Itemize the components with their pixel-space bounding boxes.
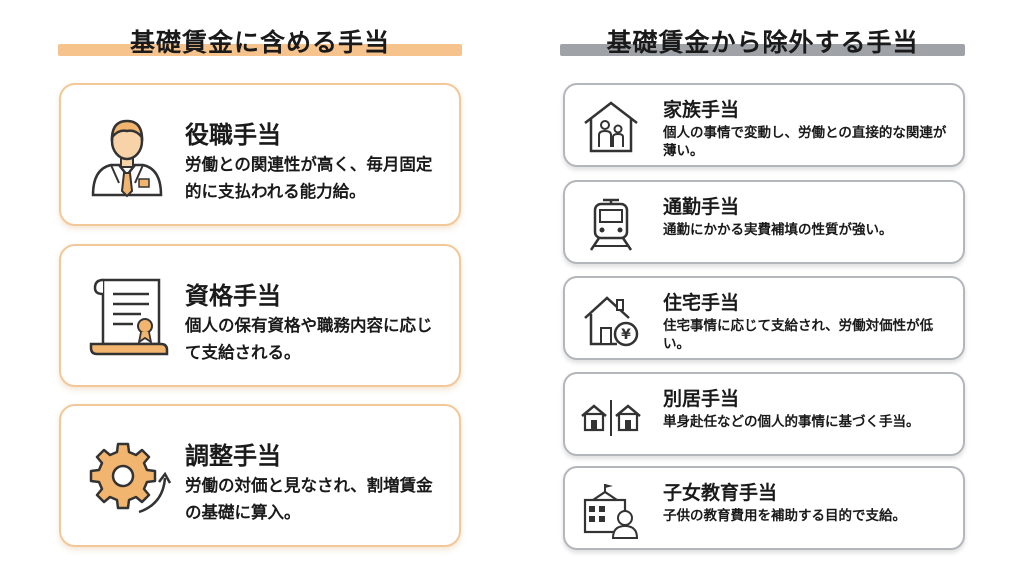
school-child-icon: [583, 484, 639, 539]
included-heading-underline: [58, 44, 462, 56]
included-description: 労働の対価と見なされ、割増賃金の基礎に算入。: [185, 476, 433, 522]
included-title: 資格手当: [185, 282, 281, 310]
excluded-description: 住宅事情に応じて支給され、労働対価性が低い。: [663, 318, 934, 352]
two-houses-icon: [581, 400, 641, 436]
excluded-heading-underline: [560, 44, 965, 56]
excluded-description: 単身赴任などの個人的事情に基づく手当。: [663, 414, 920, 430]
svg-text:¥: ¥: [621, 327, 631, 343]
house-yen-icon: ¥: [584, 296, 639, 347]
excluded-card-separation-allowance: 別居手当 単身赴任などの個人的事情に基づく手当。: [563, 372, 965, 456]
family-house-icon: [584, 101, 638, 153]
included-card-adjustment-allowance: 調整手当 労働の対価と見なされ、割増賃金の基礎に算入。: [59, 404, 461, 547]
businessman-icon: [91, 119, 163, 198]
excluded-title: 別居手当: [663, 388, 740, 410]
excluded-title: 家族手当: [663, 99, 740, 121]
excluded-heading: 基礎賃金から除外する手当: [606, 28, 919, 57]
excluded-description: 個人の事情で変動し、労働との直接的な関連が薄い。: [663, 125, 947, 159]
excluded-card-education-allowance: 子女教育手当 子供の教育費用を補助する目的で支給。: [563, 466, 965, 550]
certificate-scroll-icon: [89, 278, 169, 356]
train-icon: [589, 198, 633, 251]
excluded-card-housing-allowance: ¥ 住宅手当 住宅事情に応じて支給され、労働対価性が低い。: [563, 276, 965, 360]
excluded-title: 通勤手当: [663, 196, 740, 218]
gear-icon: [89, 442, 171, 514]
excluded-description: 通勤にかかる実費補填の性質が強い。: [663, 222, 893, 238]
excluded-card-family-allowance: 家族手当 個人の事情で変動し、労働との直接的な関連が薄い。: [563, 83, 965, 167]
excluded-title: 子女教育手当: [663, 482, 778, 504]
included-title: 役職手当: [185, 121, 281, 149]
excluded-card-commute-allowance: 通勤手当 通勤にかかる実費補填の性質が強い。: [563, 180, 965, 264]
excluded-title: 住宅手当: [663, 292, 740, 314]
included-card-qualification-allowance: 資格手当 個人の保有資格や職務内容に応じて支給される。: [59, 244, 461, 387]
included-description: 労働との関連性が高く、毎月固定的に支払われる能力給。: [185, 155, 433, 201]
included-title: 調整手当: [185, 442, 281, 470]
included-card-position-allowance: 役職手当 労働との関連性が高く、毎月固定的に支払われる能力給。: [59, 83, 461, 226]
included-description: 個人の保有資格や職務内容に応じて支給される。: [185, 316, 433, 362]
excluded-description: 子供の教育費用を補助する目的で支給。: [663, 508, 906, 524]
included-heading: 基礎賃金に含める手当: [129, 28, 390, 57]
